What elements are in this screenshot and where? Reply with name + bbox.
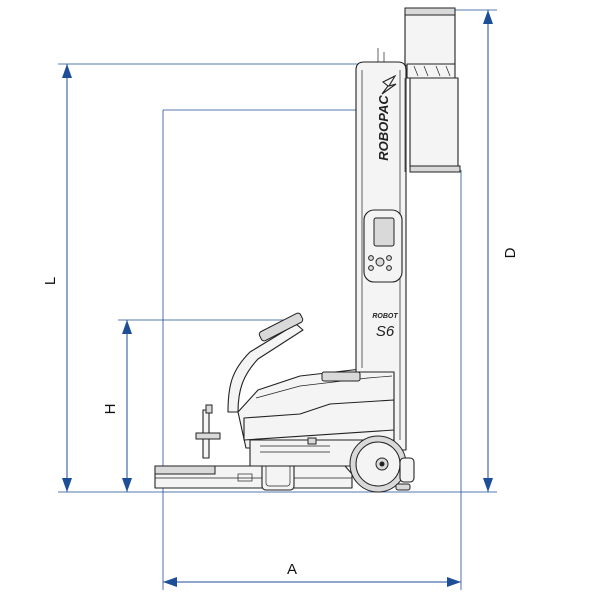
- display-screen: [373, 217, 395, 247]
- film-carriage: [404, 7, 461, 173]
- dimension-lines: [58, 9, 497, 590]
- body-housing: [237, 364, 401, 467]
- model-prefix: ROBOT: [372, 313, 398, 320]
- column-mast: [355, 48, 407, 451]
- rear-wheel: [349, 435, 407, 493]
- steering-handle: [227, 312, 304, 413]
- dimension-label-A: A: [287, 561, 297, 578]
- dimension-label-D: D: [502, 247, 519, 258]
- dimension-label-H: H: [102, 404, 119, 415]
- model-name: S6: [376, 323, 395, 340]
- guide-post: [195, 404, 221, 459]
- brand-bolt-icon: [381, 74, 397, 95]
- dimension-label-L: L: [42, 277, 59, 285]
- bumper-wheel: [395, 457, 415, 491]
- robot-machine: ROBOPAC ROBOT S6: [154, 7, 461, 493]
- brand-logo: ROBOPAC: [376, 95, 391, 161]
